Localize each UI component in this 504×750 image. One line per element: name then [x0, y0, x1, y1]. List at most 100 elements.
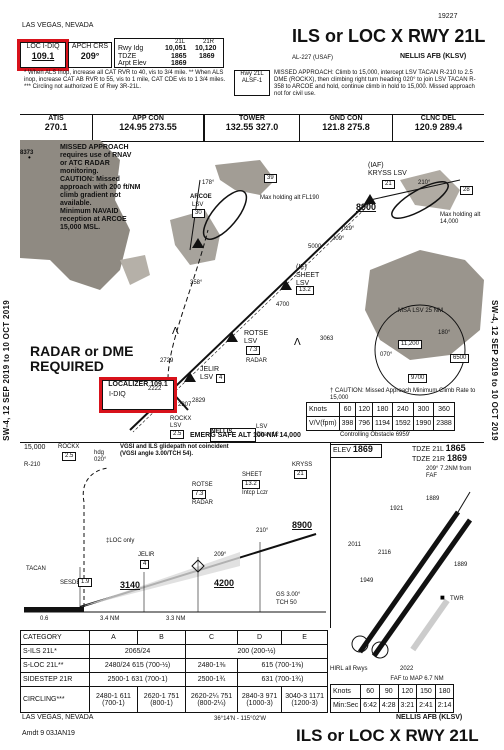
footer-title: ILS or LOC X RWY 21L	[296, 726, 479, 745]
sheet-fix-icon	[280, 280, 292, 290]
msa-circle	[374, 304, 466, 396]
jelir-fix-icon	[184, 372, 196, 382]
approach-extension	[457, 491, 471, 513]
course-5000-label: 5000	[308, 244, 322, 250]
minimums-cell: 3040-3 1171 (1200-3)	[281, 686, 328, 713]
minimums-row-label: S-ILS 21L*	[20, 644, 90, 659]
obs-2011: 2011	[348, 542, 361, 548]
airport-diagram-graphics: ■	[351, 491, 473, 659]
sheet-dme: 13.2	[296, 286, 314, 295]
spot-3063: 3063	[320, 336, 334, 342]
profile-kryss-dme: 21	[294, 470, 307, 479]
profile-radar: RADAR	[192, 500, 214, 506]
minimums-cell: 2500-1 631 (700-1)	[88, 672, 187, 687]
comm-label: GND CON	[329, 115, 363, 122]
timing-knots-label: Knots	[329, 684, 362, 699]
climb-vv-row: V/V(fpm) 398 796 1194 1592 1990 2388	[306, 416, 455, 431]
side-effective-right: SW-4, 12 SEP 2019 to 10 OCT 2019	[490, 300, 499, 441]
localizer-box[interactable]: LOCALIZER 109.1 I-DIQ	[99, 377, 177, 413]
timing-minsec-cell: 4:28	[378, 698, 399, 713]
timing-knots-cell: 120	[397, 684, 418, 699]
minimums-row-label: SIDESTEP 21R	[20, 672, 90, 687]
course-4700-label: 4700	[276, 302, 290, 308]
jelir-label: JELIR LSV	[200, 366, 220, 381]
obs-1889b: 1889	[454, 562, 468, 568]
climb-rate-table: Knots 60 120 180 240 300 360 V/V(fpm) 39…	[306, 402, 455, 431]
obs-2022: 2022	[400, 666, 414, 672]
radial-178-label: 178°	[202, 180, 215, 186]
tdze-label: TDZE	[118, 53, 137, 60]
profile-jelir-dme: 4	[140, 560, 150, 569]
profile-alt-15000: 15,000	[24, 444, 46, 451]
minimums-cell: 615 (700-1⅜)	[236, 658, 329, 673]
course-029-label: 029°	[342, 226, 355, 232]
nellis-chan: Chan 12	[256, 432, 279, 438]
profile-alt-3140: 3140	[120, 580, 141, 590]
rwy-idg-21l: 10,051	[165, 45, 187, 52]
tdze-21l-row: TDZE 21L 1865	[412, 444, 466, 454]
tdze-21r-label: TDZE 21R	[412, 456, 446, 463]
spot-2829: 2829	[192, 398, 206, 404]
spot-elev-8373: 8373	[20, 150, 34, 156]
obs-1921: 1921	[390, 506, 404, 512]
arcoe-dme: 30	[192, 209, 205, 218]
missed-approach-text: MISSED APPROACH: Climb to 15,000, interc…	[274, 70, 476, 97]
airport-crs-note: 209° 7.2NM from FAF	[426, 466, 472, 479]
runway-21l-icon	[357, 510, 461, 654]
climb-knots-cell: 180	[371, 402, 394, 417]
profile-sheet: SHEET	[242, 472, 263, 478]
minimums-row-label: CIRCLING***	[20, 686, 90, 713]
profile-kryss: KRYSS	[292, 462, 313, 468]
msa-radial-180: 180°	[438, 330, 451, 336]
radial-210-label: 210°	[418, 180, 431, 186]
obs-1949: 1949	[360, 578, 374, 584]
climb-knots-cell: 60	[338, 402, 357, 417]
plan-view: Λ Λ Λ • 8373 MISSED APPROACH requires us…	[20, 140, 484, 443]
minimums-row: CIRCLING*** 2480-1 611 (700-1) 2620-1 75…	[20, 686, 328, 713]
runway-end-icon	[351, 635, 369, 653]
arcoe-fix-icon	[192, 238, 204, 248]
profile-sesde: SESDE	[60, 580, 81, 586]
comm-value: 124.95 273.55	[119, 122, 177, 132]
comm-label: TOWER	[239, 115, 265, 122]
radial-210-feeder	[369, 179, 461, 201]
tdze-21r-row: TDZE 21R 1869	[412, 454, 467, 464]
twr-label: TWR	[450, 596, 464, 602]
minimums-cell: 2480-1 611 (700-1)	[89, 686, 138, 713]
lsv-28: 28	[460, 186, 473, 195]
profile-rotse: ROTSE	[192, 482, 213, 488]
emerg-safe-alt: EMERG SAFE ALT 100 NM 14,000	[190, 432, 301, 439]
minimums-cell: 2500-1¾	[185, 672, 238, 687]
minimums-cell: 200 (200-½)	[185, 644, 328, 659]
profile-loc-only: ‡LOC only	[106, 538, 135, 544]
timing-knots-cell: 60	[360, 684, 380, 699]
profile-dist-06: 0.6	[40, 616, 49, 622]
chart-title: ILS or LOC X RWY 21L	[292, 26, 486, 46]
briefing-notes: * When ALS inop, increase all CAT RVR to…	[24, 70, 226, 90]
profile-rockx-radial: R-210	[24, 462, 41, 468]
max-hold-14000: Max holding alt 14,000	[440, 212, 481, 225]
footer-city: LAS VEGAS, NEVADA	[22, 714, 94, 721]
loc-frequency-box[interactable]: LOC I-DIQ 109.1	[17, 39, 69, 71]
minimums-cell: 631 (700-1¾)	[236, 672, 329, 687]
profile-tch: TCH 50	[276, 600, 297, 606]
profile-jelir: JELIR	[138, 552, 155, 558]
apch-crs-box: APCH CRS 209°	[68, 42, 112, 68]
msa-alt-11200: 11,200	[398, 340, 422, 349]
elev-label: ELEV	[333, 447, 351, 454]
timing-minsec-row: Min:Sec 6:42 4:28 3:21 2:41 2:14	[329, 698, 455, 713]
elev-value: 1869	[352, 444, 373, 454]
timing-minsec-cell: 3:21	[397, 698, 418, 713]
msa-label: MSA LSV 25 NM	[398, 308, 444, 314]
climb-vv-cell: 398	[338, 416, 357, 431]
tdze-21l-value: 1865	[445, 443, 466, 453]
climb-knots-cell: 120	[355, 402, 373, 417]
profile-sheet-dme: 13.2	[242, 480, 260, 489]
rwy-idg-21r: 10,120	[195, 45, 217, 52]
apch-crs-value: 209°	[80, 51, 100, 61]
msa-alt-9700: 9700	[408, 374, 428, 383]
climb-vv-cell: 1194	[371, 416, 394, 431]
